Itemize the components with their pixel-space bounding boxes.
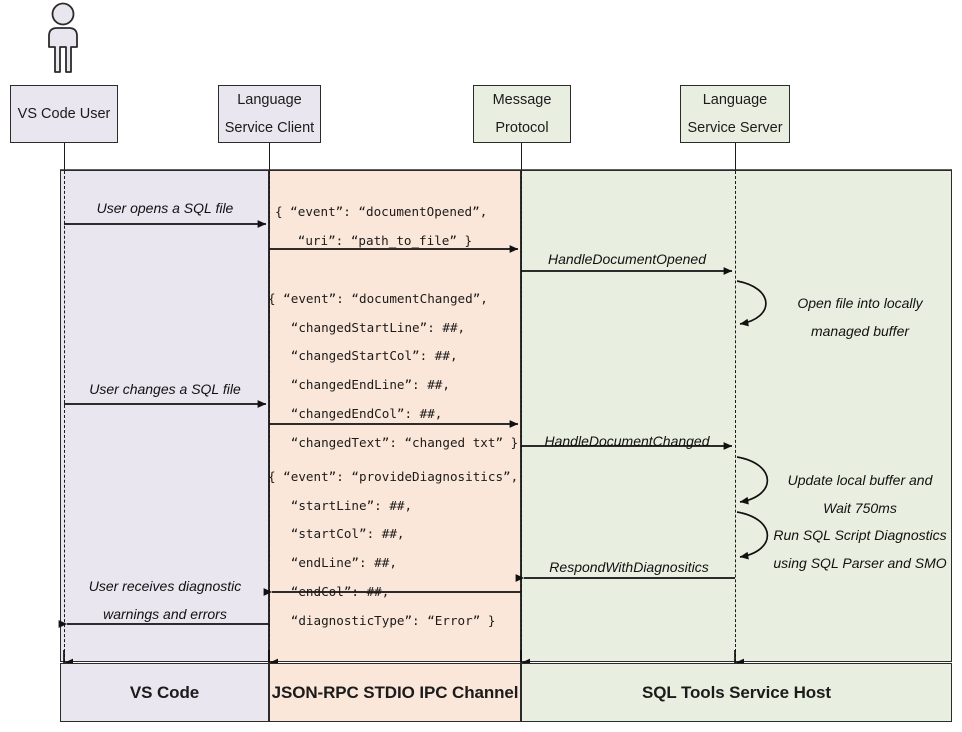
lifeline-vs-code-user-stub — [64, 143, 65, 171]
footer-label: JSON-RPC STDIO IPC Channel — [271, 682, 519, 702]
node-label-line1: VS Code User — [17, 105, 111, 122]
person-icon — [48, 2, 78, 73]
self-message-run-sql-diagnostics: Run SQL Script Diagnostics using SQL Par… — [762, 521, 958, 577]
label-line-2: warnings and errors — [103, 606, 227, 622]
label-line-2: managed buffer — [810, 323, 910, 339]
node-label-line1: Language — [702, 91, 768, 108]
footer-label: SQL Tools Service Host — [642, 682, 831, 702]
message-label-handle-document-changed: HandleDocumentChanged — [544, 433, 710, 449]
payload-document-changed: { “event”: “documentChanged”, “changedSt… — [268, 291, 519, 450]
footer-service-host[interactable]: SQL Tools Service Host — [521, 663, 952, 722]
label-line-1: Open file into locally — [797, 295, 923, 311]
label-line-1: User receives diagnostic — [88, 578, 242, 594]
footer-ipc-channel[interactable]: JSON-RPC STDIO IPC Channel — [269, 663, 521, 722]
lifeline-vs-code-user — [64, 171, 65, 662]
label-line-1: Update local buffer and — [787, 472, 933, 488]
label-line-2: using SQL Parser and SMO — [773, 555, 947, 571]
node-label-line1: Language — [237, 91, 302, 108]
lifeline-message-protocol — [521, 171, 522, 662]
label-line-2: Wait 750ms — [823, 500, 897, 516]
payload-document-opened: { “event”: “documentOpened”, “uri”: “pat… — [275, 204, 488, 248]
node-language-service-server[interactable]: Language Service Server — [680, 85, 790, 143]
lifeline-language-service-server — [735, 171, 736, 662]
message-label-handle-document-opened: HandleDocumentOpened — [548, 251, 706, 267]
self-message-update-buffer-wait: Update local buffer and Wait 750ms — [770, 466, 950, 522]
lane-vs-code — [60, 170, 269, 662]
node-label-line2: Service Server — [687, 120, 783, 136]
payload-provide-diagnostics: { “event”: “provideDiagnositics”, “start… — [268, 469, 519, 628]
node-label-line2: Service Client — [224, 120, 315, 136]
node-language-service-client[interactable]: Language Service Client — [218, 85, 321, 143]
footer-label: VS Code — [129, 682, 200, 702]
node-label-line2: Protocol — [495, 120, 549, 136]
label-line-1: Run SQL Script Diagnostics — [773, 527, 947, 543]
message-label-user-changes-file: User changes a SQL file — [89, 381, 241, 397]
lifeline-language-service-client — [269, 171, 270, 662]
lane-service-host — [521, 170, 952, 662]
footer-vs-code[interactable]: VS Code — [60, 663, 269, 722]
node-label-line1: Message — [492, 91, 552, 108]
message-label-user-opens-file: User opens a SQL file — [96, 200, 234, 216]
node-message-protocol[interactable]: Message Protocol — [473, 85, 571, 143]
lifeline-client-stub — [269, 143, 270, 171]
lifeline-protocol-stub — [521, 143, 522, 171]
lane-ipc-channel — [269, 170, 521, 662]
message-label-respond-with-diagnostics: RespondWithDiagnositics — [549, 559, 709, 575]
lifeline-server-stub — [735, 143, 736, 171]
self-message-open-file-buffer: Open file into locally managed buffer — [770, 289, 950, 345]
node-vs-code-user[interactable]: VS Code User — [10, 85, 118, 143]
message-label-user-receives-diagnostics: User receives diagnostic warnings and er… — [64, 572, 266, 628]
